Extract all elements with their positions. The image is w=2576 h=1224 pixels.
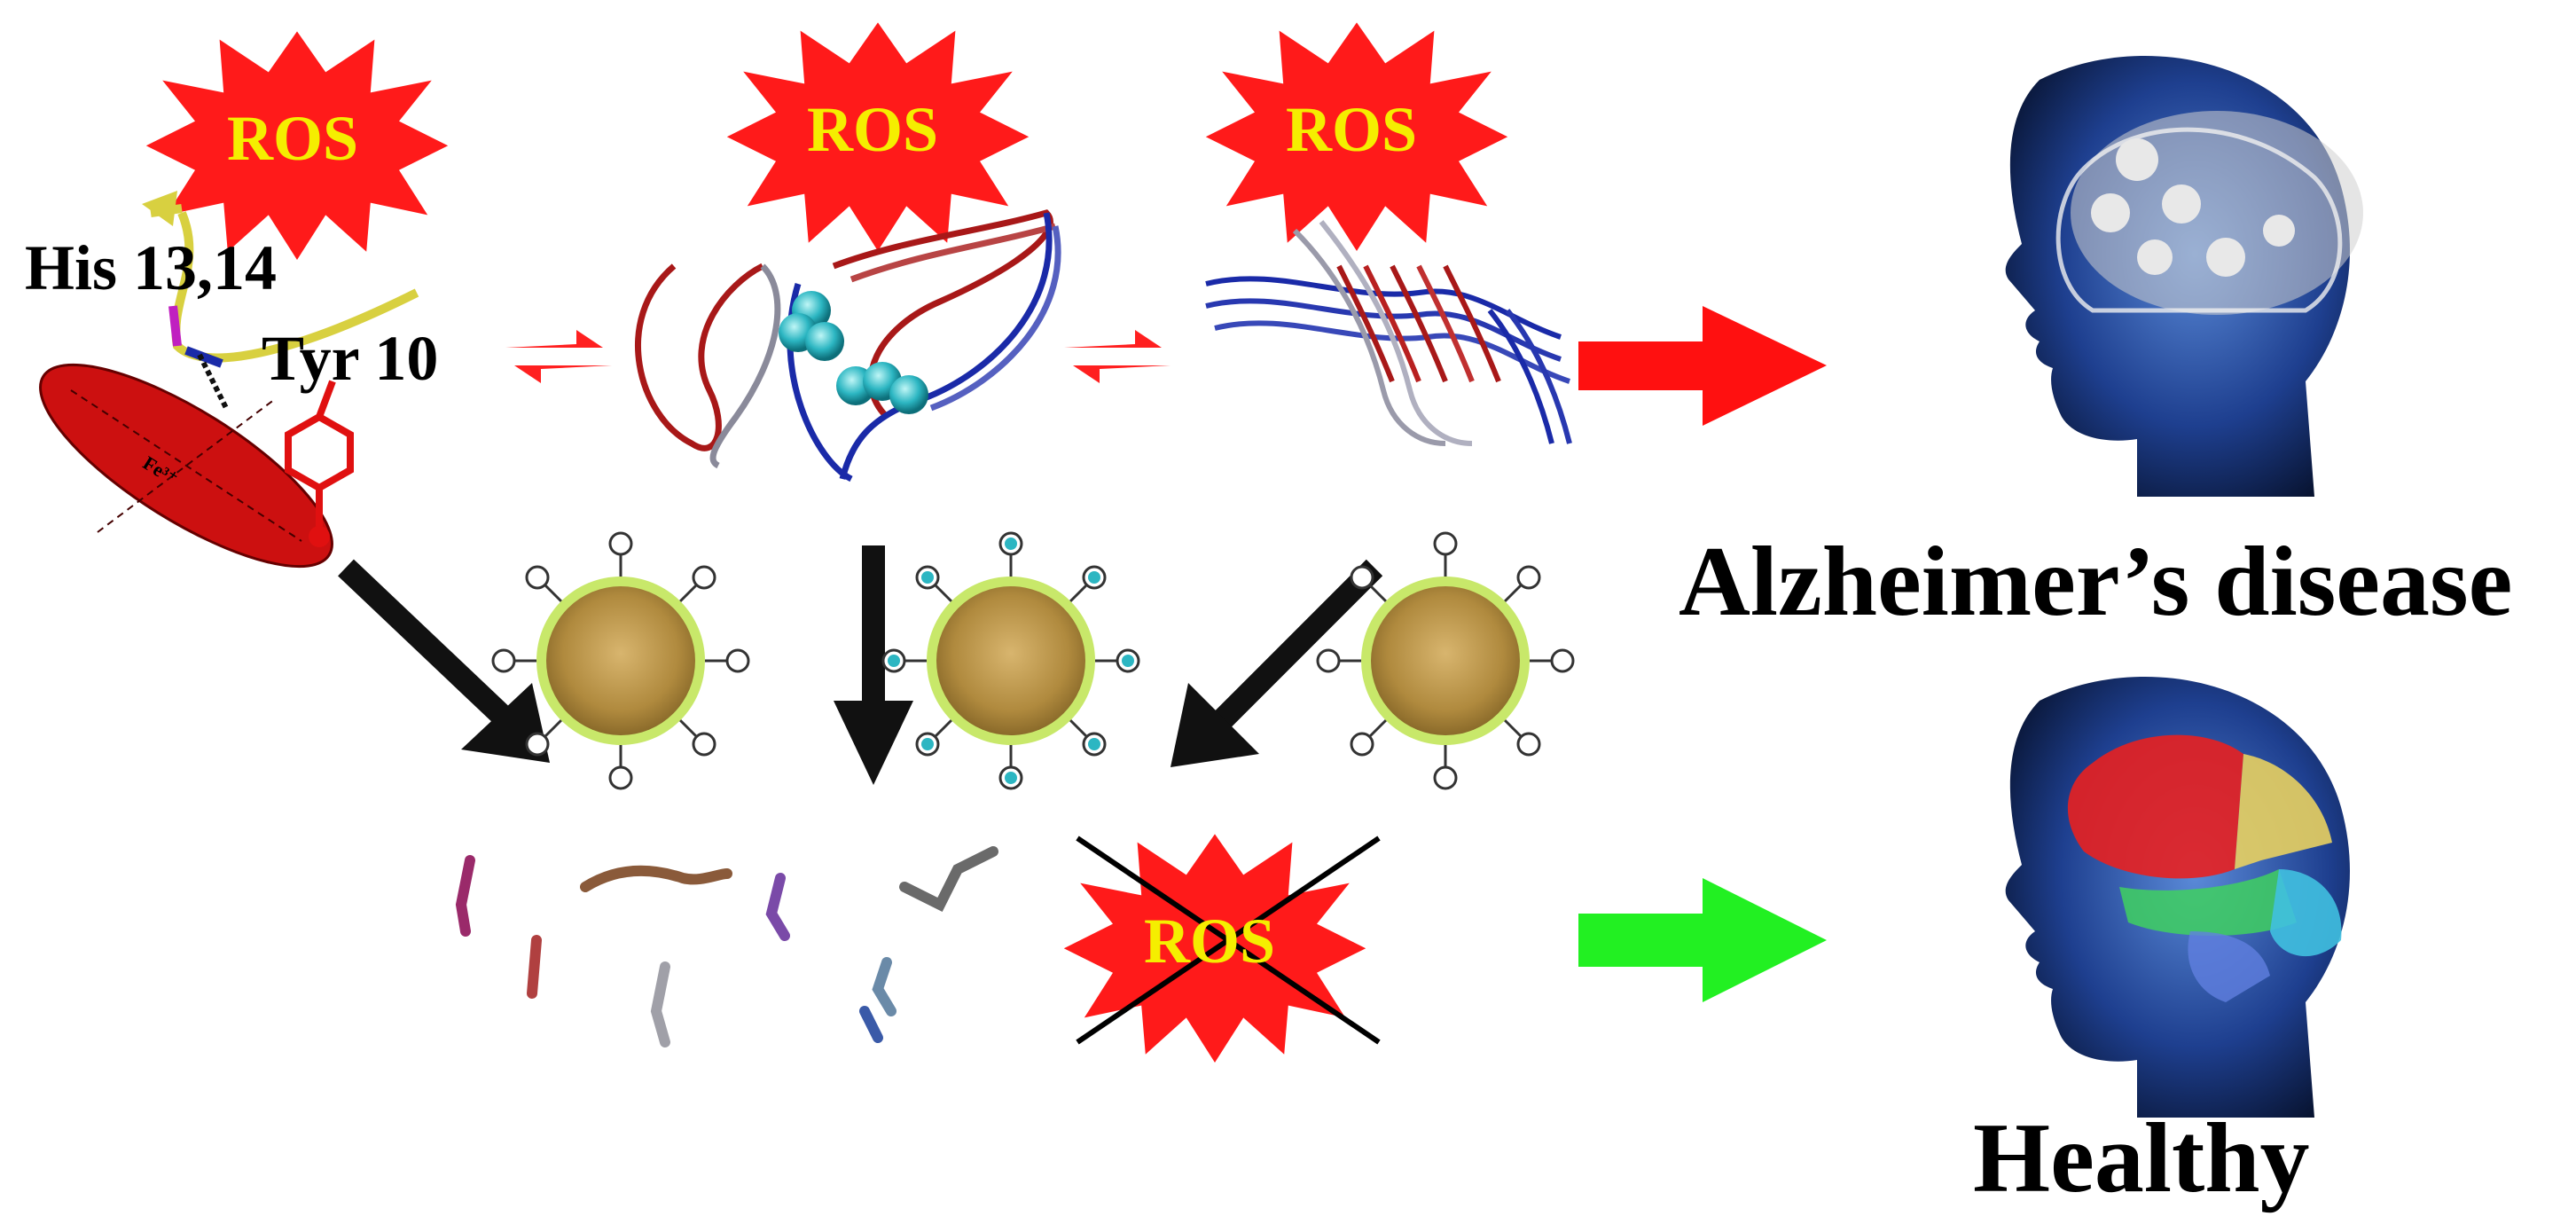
inhibition-arrow-icon [834,545,913,785]
equilibrium-arrow-icon [505,330,612,383]
his-label: His 13,14 [25,232,278,303]
inhibition-arrow-icon [1171,559,1383,767]
ros-label: ROS [227,103,359,174]
ros-label: ROS [807,94,939,165]
ros-cancel-cross [1076,836,1381,1045]
brain-head-icon [2005,56,2363,497]
peptide-fibril [1205,220,1572,446]
ros-label-crossed: ROS [1144,906,1276,977]
brain-head-icon [2005,677,2351,1118]
inhibition-arrow-icon [338,559,550,763]
nanoparticle-icon [1316,531,1575,790]
disease-arrow-icon [1578,306,1827,426]
peptide-fragment-icon [455,846,998,1047]
equilibrium-arrow-icon [1064,330,1171,383]
healthy-arrow-icon [1578,878,1827,1002]
peptide-oligomer [635,209,1061,483]
tyr-label: Tyr 10 [262,323,439,394]
alzheimers-label: Alzheimer’s disease [1679,527,2513,637]
nanoparticle-icon [491,531,750,790]
metal-beads [779,291,928,414]
fe-complex [39,191,419,569]
healthy-label: Healthy [1973,1103,2310,1213]
ros-label: ROS [1286,94,1418,165]
nanoparticle-icon [881,531,1140,790]
